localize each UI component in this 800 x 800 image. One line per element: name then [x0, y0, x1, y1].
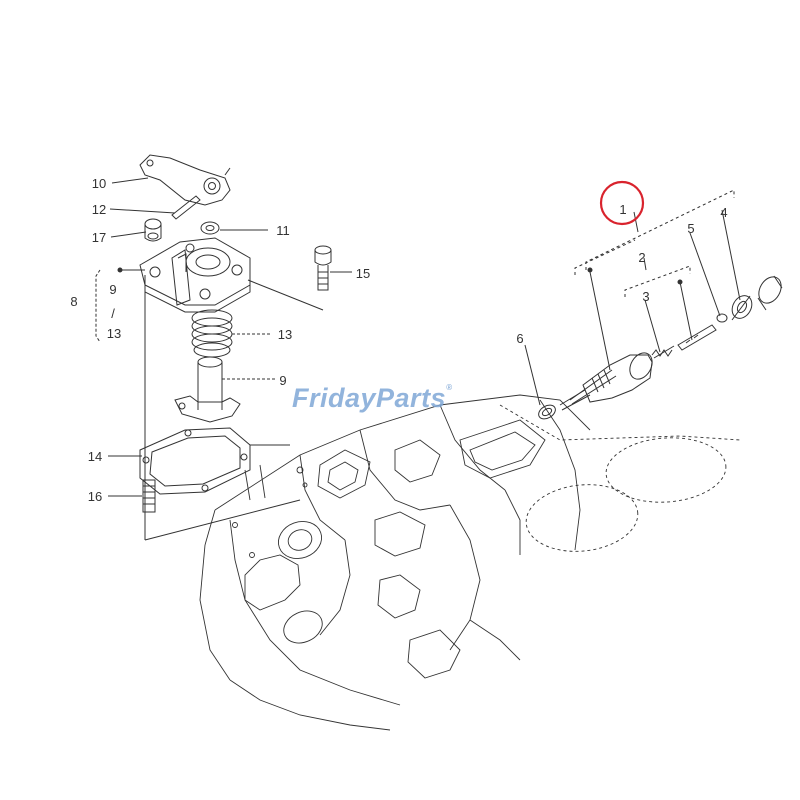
plunger [677, 324, 717, 351]
label-5: 5 [687, 221, 694, 236]
engine-block [199, 394, 591, 731]
label-12: 12 [92, 202, 106, 217]
label-3: 3 [642, 289, 649, 304]
label-17: 17 [92, 230, 106, 245]
label-range-sep: / [111, 306, 115, 321]
washer [144, 218, 162, 242]
label-13: 13 [278, 327, 292, 342]
highlight-circle [599, 180, 645, 226]
leader-dot [117, 267, 123, 273]
dashed-seal-outlines [499, 404, 741, 552]
leader-dot [587, 267, 593, 273]
gasket [139, 427, 251, 495]
spring [191, 309, 233, 358]
screw [314, 245, 332, 291]
shaft [174, 356, 241, 423]
small-spring [651, 345, 675, 359]
solenoid-body [559, 352, 653, 411]
left-assembly-leaders [144, 275, 324, 541]
label-13-group: 13 [107, 326, 121, 341]
label-6: 6 [516, 331, 523, 346]
stud-bolt [142, 479, 156, 513]
watermark-part2: Parts [376, 383, 447, 413]
label-10: 10 [92, 176, 106, 191]
label-11: 11 [276, 223, 290, 238]
bushing [200, 221, 220, 235]
callout-labels: 1 2 3 4 5 6 8 9 / 13 9 10 11 12 13 14 15… [70, 176, 727, 504]
pin [171, 195, 201, 220]
label-2: 2 [638, 250, 645, 265]
label-16: 16 [88, 489, 102, 504]
label-14: 14 [88, 449, 102, 464]
label-9: 9 [279, 373, 286, 388]
small-ring [716, 313, 728, 323]
left-label-leaders [95, 177, 352, 497]
housing-cover [139, 237, 251, 313]
group-brackets [574, 189, 735, 297]
label-8: 8 [70, 294, 77, 309]
nut [731, 295, 753, 321]
o-ring [538, 404, 556, 420]
label-15: 15 [356, 266, 370, 281]
right-assembly-leaders [524, 209, 741, 406]
watermark-logo: FridayParts® [292, 383, 452, 414]
watermark-part1: Friday [292, 383, 377, 413]
label-1: 1 [619, 202, 626, 217]
label-4: 4 [720, 205, 727, 220]
cap [757, 275, 783, 311]
leader-dot [677, 279, 683, 285]
label-9-group: 9 [109, 282, 116, 297]
watermark-reg: ® [446, 383, 453, 392]
lever-plate [139, 154, 231, 206]
